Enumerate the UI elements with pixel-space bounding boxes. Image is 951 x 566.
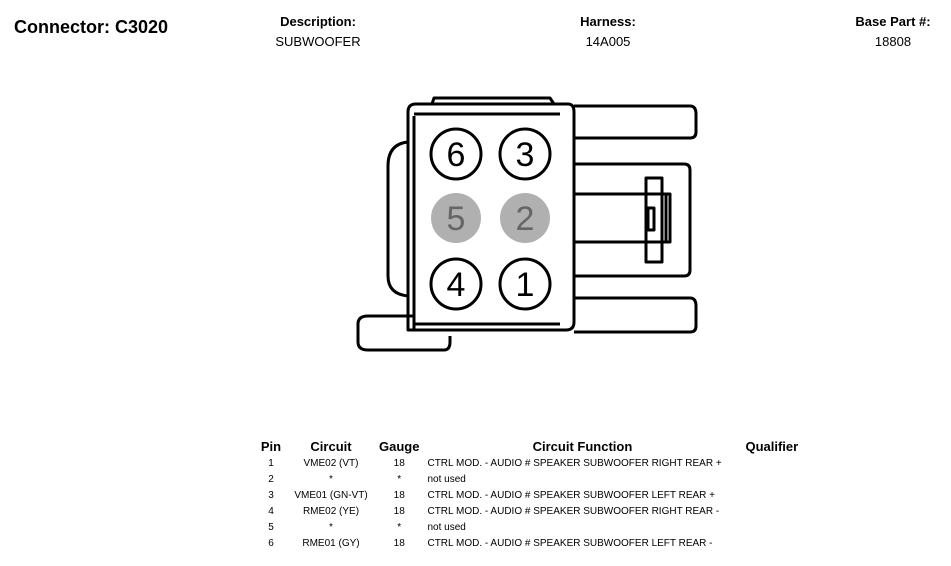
cell-function: not used — [427, 473, 466, 485]
pin-table: Pin Circuit Gauge Circuit Function Quali… — [255, 437, 819, 551]
pin-cavity-4 — [429, 257, 483, 311]
pin-number-4: 4 — [447, 266, 466, 304]
col-qualifier-header: Qualifier — [745, 438, 799, 454]
cell-function: CTRL MOD. - AUDIO # SPEAKER SUBWOOFER RI… — [427, 457, 722, 469]
table-row: 4 RME02 (YE) 18 CTRL MOD. - AUDIO # SPEAKER… — [255, 503, 819, 519]
pin-cavity-3 — [498, 127, 552, 181]
harness-block: Harness: 14A005 — [548, 12, 668, 52]
connector-housing — [356, 96, 698, 352]
housing-body — [406, 102, 576, 332]
table-row: 5 * * not used — [255, 519, 819, 535]
latch-arm-bottom — [574, 296, 698, 334]
cell-pin: 3 — [268, 489, 274, 501]
cell-gauge: 18 — [393, 505, 405, 517]
pin-number-5: 5 — [447, 200, 466, 238]
cell-qualifier — [741, 455, 819, 471]
cell-function: CTRL MOD. - AUDIO # SPEAKER SUBWOOFER LE… — [427, 489, 716, 501]
cell-circuit: RME02 (YE) — [302, 505, 360, 517]
cell-circuit: * — [329, 473, 333, 485]
cell-function: CTRL MOD. - AUDIO # SPEAKER SUBWOOFER LE… — [427, 537, 713, 549]
housing-foot — [356, 314, 452, 352]
cell-qualifier — [741, 487, 819, 503]
cell-pin: 4 — [268, 505, 274, 517]
description-value: SUBWOOFER — [275, 34, 361, 49]
pin-cavity-6 — [429, 127, 483, 181]
cell-gauge: * — [397, 521, 402, 533]
description-block: Description: SUBWOOFER — [248, 12, 388, 52]
cell-pin: 1 — [268, 457, 274, 469]
table-row: 1 VME02 (VT) 18 CTRL MOD. - AUDIO # SPEAKER… — [255, 455, 819, 471]
pin-cavities: 6 3 5 2 4 1 — [429, 127, 552, 311]
cell-qualifier — [741, 535, 819, 551]
table-row: 2 * * not used — [255, 471, 819, 487]
cell-gauge: 18 — [393, 537, 405, 549]
cell-pin: 6 — [268, 537, 274, 549]
pin-number-2: 2 — [516, 200, 535, 238]
pin-number-3: 3 — [516, 136, 535, 174]
latch-nub — [660, 192, 672, 244]
connector-title: Connector: C3020 — [14, 17, 169, 37]
latch-detent — [646, 206, 656, 232]
housing-left-clip — [386, 140, 409, 298]
cell-qualifier — [741, 503, 819, 519]
pin-cavity-2 — [500, 193, 550, 243]
pin-number-6: 6 — [447, 136, 466, 174]
cell-circuit: RME01 (GY) — [302, 537, 360, 549]
cell-gauge: 18 — [393, 457, 405, 469]
col-circuit-header: Circuit — [310, 438, 352, 454]
cell-qualifier — [741, 519, 819, 535]
cell-pin: 2 — [268, 473, 274, 485]
description-label: Description: — [280, 14, 356, 29]
pin-cavity-5 — [431, 193, 481, 243]
harness-value: 14A005 — [585, 34, 631, 49]
harness-label: Harness: — [580, 14, 636, 29]
cell-qualifier — [741, 471, 819, 487]
col-pin-header: Pin — [260, 438, 282, 454]
pin-cavity-1 — [498, 257, 552, 311]
base-part-block: Base Part #: 18808 — [838, 12, 948, 52]
table-row: 6 RME01 (GY) 18 CTRL MOD. - AUDIO # SPEAKER… — [255, 535, 819, 551]
cell-gauge: * — [397, 473, 402, 485]
cell-circuit: VME01 (GN-VT) — [294, 489, 368, 501]
cell-circuit: * — [329, 521, 333, 533]
latch-middle-frame — [574, 162, 692, 278]
cell-circuit: VME02 (VT) — [303, 457, 359, 469]
cell-function: not used — [427, 521, 466, 533]
latch-slot — [572, 192, 668, 244]
col-gauge-header: Gauge — [379, 438, 420, 454]
housing-top-tab — [430, 96, 556, 105]
connector-diagram: 6 3 5 2 4 1 — [356, 96, 698, 352]
base-part-value: 18808 — [874, 34, 912, 49]
pin-number-1: 1 — [516, 266, 535, 304]
cell-gauge: 18 — [393, 489, 405, 501]
cell-pin: 5 — [268, 521, 274, 533]
col-function-header: Circuit Function — [532, 438, 633, 454]
base-part-label: Base Part #: — [855, 14, 931, 29]
cell-function: CTRL MOD. - AUDIO # SPEAKER SUBWOOFER RI… — [427, 505, 720, 517]
table-row: 3 VME01 (GN-VT) 18 CTRL MOD. - AUDIO # SPEA… — [255, 487, 819, 503]
latch-arm-top — [574, 104, 698, 140]
pin-table-header: Pin Circuit Gauge Circuit Function Quali… — [255, 437, 819, 455]
